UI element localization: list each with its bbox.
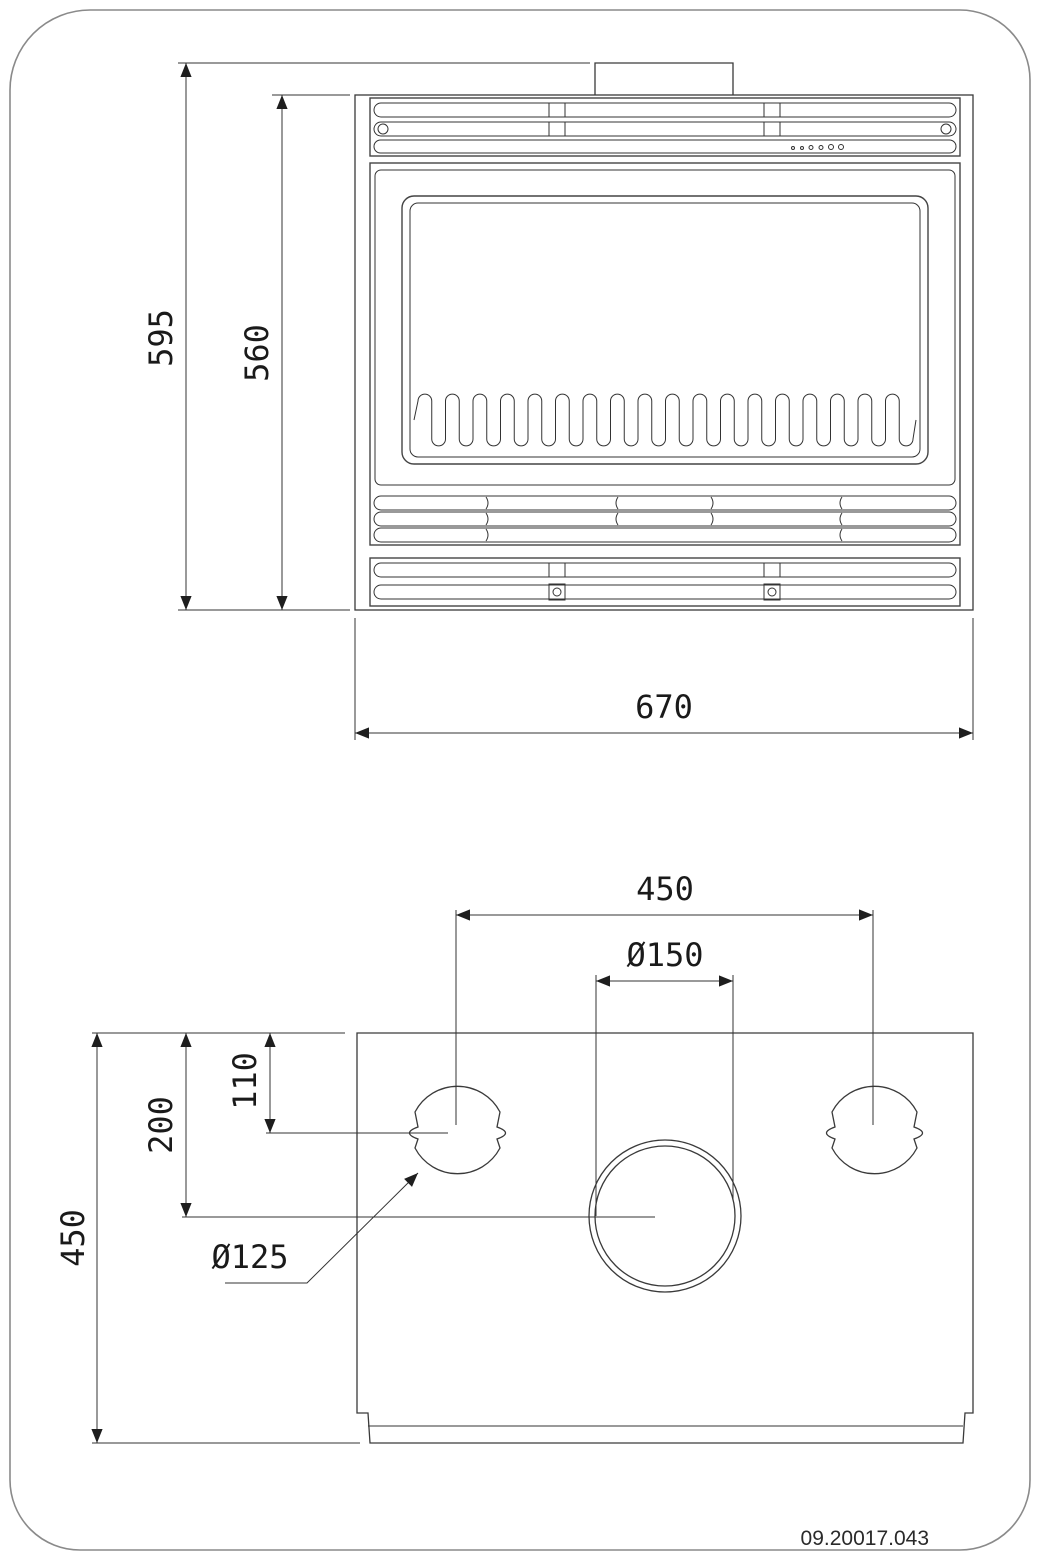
dimension-outlet-offset: 110 [226,1033,276,1133]
dimension-overall-height: 595 [142,62,590,611]
dimension-label: 450 [54,1209,92,1267]
main-flue [588,1139,742,1293]
dimension-main-flue-diameter: Ø150 [596,936,733,987]
screw-icon [940,123,952,135]
dimension-label: 560 [238,324,276,382]
dimension-width: 670 [354,618,974,740]
dimension-flue-offset: 200 [142,1033,192,1217]
stove-body [354,94,974,611]
flue-collar [594,62,734,95]
right-outlet [825,1085,924,1175]
dimension-outlet-spacing: 450 [456,870,873,921]
stove-top-outline [356,1032,974,1444]
dimension-label: 670 [635,688,693,726]
indicator-dots [791,144,844,150]
dimension-label: Ø125 [211,1238,288,1276]
screw-icon [552,587,562,597]
dimension-label: 450 [636,870,694,908]
bottom-grille-panel [369,557,961,607]
front-view: 595 560 670 [142,62,974,740]
dimension-depth: 450 [54,1033,103,1443]
door-frame [369,162,961,546]
log-grate [413,393,917,447]
dimension-label: Ø150 [626,936,703,974]
top-grille-panel [369,97,961,157]
dimension-outlet-diameter: Ø125 [211,1172,419,1284]
screw-icon [377,123,389,135]
dimension-label: 200 [142,1096,180,1154]
page-frame [9,9,1031,1551]
dimension-body-height: 560 [238,94,350,610]
dimension-label: 595 [142,309,180,367]
dimension-label: 110 [226,1052,264,1110]
left-outlet [408,1085,507,1175]
drawing-code: 09.20017.043 [801,1527,929,1550]
glass-window [401,195,929,465]
screw-icon [767,587,777,597]
top-view: 450 Ø150 450 200 110 Ø125 [54,870,974,1444]
